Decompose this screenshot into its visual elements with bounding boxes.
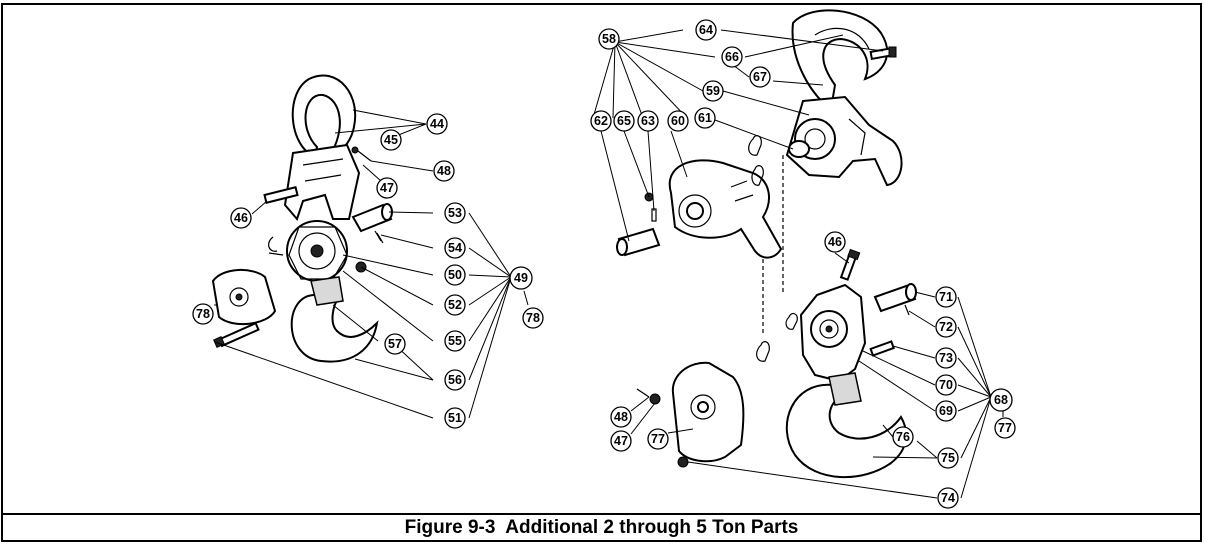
figure-caption: Figure 9-3 Additional 2 through 5 Ton Pa…: [404, 516, 799, 538]
callout-64: 64: [695, 19, 717, 41]
svg-text:70: 70: [939, 378, 953, 392]
callout-48-right: 48: [610, 406, 632, 428]
svg-text:51: 51: [448, 411, 462, 425]
callout-52: 52: [444, 294, 466, 316]
callout-53: 53: [444, 202, 466, 224]
callout-49: 49: [509, 266, 533, 290]
right-upper-assembly: [616, 9, 903, 335]
callout-45: 45: [380, 129, 402, 151]
left-bottom-hook: [290, 293, 379, 363]
callout-62: 62: [590, 110, 612, 132]
svg-text:57: 57: [388, 337, 402, 351]
svg-text:45: 45: [384, 133, 398, 147]
exploded-parts-diagram: 44 45 48 47 46 53 54 50 52 55 57 56 51 7…: [192, 9, 1016, 509]
callout-61: 61: [694, 107, 716, 129]
left-hoist-assembly: [211, 74, 393, 363]
right-lower-assembly: [636, 248, 917, 479]
svg-text:61: 61: [698, 111, 712, 125]
svg-text:76: 76: [896, 430, 910, 444]
callout-47-left: 47: [376, 177, 398, 199]
callout-75: 75: [937, 447, 959, 469]
svg-text:73: 73: [939, 351, 953, 365]
callout-46-left: 46: [230, 207, 252, 229]
callout-69: 69: [935, 400, 957, 422]
svg-text:72: 72: [939, 320, 953, 334]
svg-text:74: 74: [941, 491, 955, 505]
svg-text:53: 53: [448, 206, 462, 220]
svg-text:68: 68: [994, 393, 1008, 407]
svg-text:66: 66: [725, 50, 739, 64]
callout-78-right: 78: [522, 307, 544, 329]
right-top-hook: [791, 9, 889, 111]
svg-text:78: 78: [526, 311, 540, 325]
callout-55: 55: [444, 330, 466, 352]
svg-text:77: 77: [998, 421, 1012, 435]
callout-77-right: 77: [994, 417, 1016, 439]
callout-65: 65: [613, 110, 635, 132]
svg-text:55: 55: [448, 334, 462, 348]
callout-76: 76: [892, 426, 914, 448]
callout-57: 57: [384, 333, 406, 355]
callout-73: 73: [935, 347, 957, 369]
callout-46-right: 46: [824, 231, 846, 253]
svg-text:58: 58: [602, 32, 616, 46]
svg-text:71: 71: [939, 290, 953, 304]
svg-text:59: 59: [706, 84, 720, 98]
svg-text:46: 46: [828, 235, 842, 249]
svg-text:60: 60: [671, 114, 685, 128]
callout-60: 60: [667, 110, 689, 132]
callout-48-left: 48: [433, 160, 455, 182]
callout-68: 68: [989, 388, 1013, 412]
svg-text:47: 47: [614, 434, 628, 448]
svg-text:52: 52: [448, 298, 462, 312]
svg-text:69: 69: [939, 404, 953, 418]
svg-text:63: 63: [641, 114, 655, 128]
callout-70: 70: [935, 374, 957, 396]
right-side-plate: [668, 159, 783, 259]
callout-66: 66: [721, 46, 743, 68]
callout-47-right: 47: [610, 430, 632, 452]
svg-text:75: 75: [941, 451, 955, 465]
caption-bar: Figure 9-3 Additional 2 through 5 Ton Pa…: [3, 513, 1200, 540]
svg-text:77: 77: [651, 432, 665, 446]
callout-44: 44: [426, 113, 448, 135]
svg-text:47: 47: [380, 181, 394, 195]
right-lower-side-plate: [671, 361, 745, 463]
svg-text:46: 46: [234, 211, 248, 225]
right-bottom-hook: [785, 383, 908, 479]
callout-77-left: 77: [647, 428, 669, 450]
callout-74: 74: [937, 487, 959, 509]
callout-56: 56: [444, 369, 466, 391]
callout-54: 54: [444, 237, 466, 259]
left-bolt: [263, 186, 299, 204]
callout-71: 71: [935, 286, 957, 308]
svg-text:48: 48: [614, 410, 628, 424]
svg-text:78: 78: [196, 307, 210, 321]
callout-72: 72: [935, 316, 957, 338]
callout-63: 63: [637, 110, 659, 132]
svg-text:62: 62: [594, 114, 608, 128]
callout-78-left: 78: [192, 303, 214, 325]
callout-58: 58: [598, 28, 620, 50]
leader-lines: [214, 29, 1004, 499]
callout-51: 51: [444, 407, 466, 429]
callout-59: 59: [702, 80, 724, 102]
svg-text:48: 48: [437, 164, 451, 178]
svg-text:44: 44: [430, 117, 444, 131]
callout-67: 67: [749, 66, 771, 88]
left-upper-bracket: [283, 143, 361, 221]
svg-text:54: 54: [448, 241, 462, 255]
svg-text:67: 67: [753, 70, 767, 84]
left-side-plate: [211, 269, 277, 326]
svg-text:65: 65: [617, 114, 631, 128]
callout-50: 50: [444, 264, 466, 286]
figure-frame: 44 45 48 47 46 53 54 50 52 55 57 56 51 7…: [1, 3, 1202, 542]
svg-text:50: 50: [448, 268, 462, 282]
svg-text:49: 49: [514, 271, 528, 285]
svg-text:56: 56: [448, 373, 462, 387]
svg-text:64: 64: [699, 23, 713, 37]
